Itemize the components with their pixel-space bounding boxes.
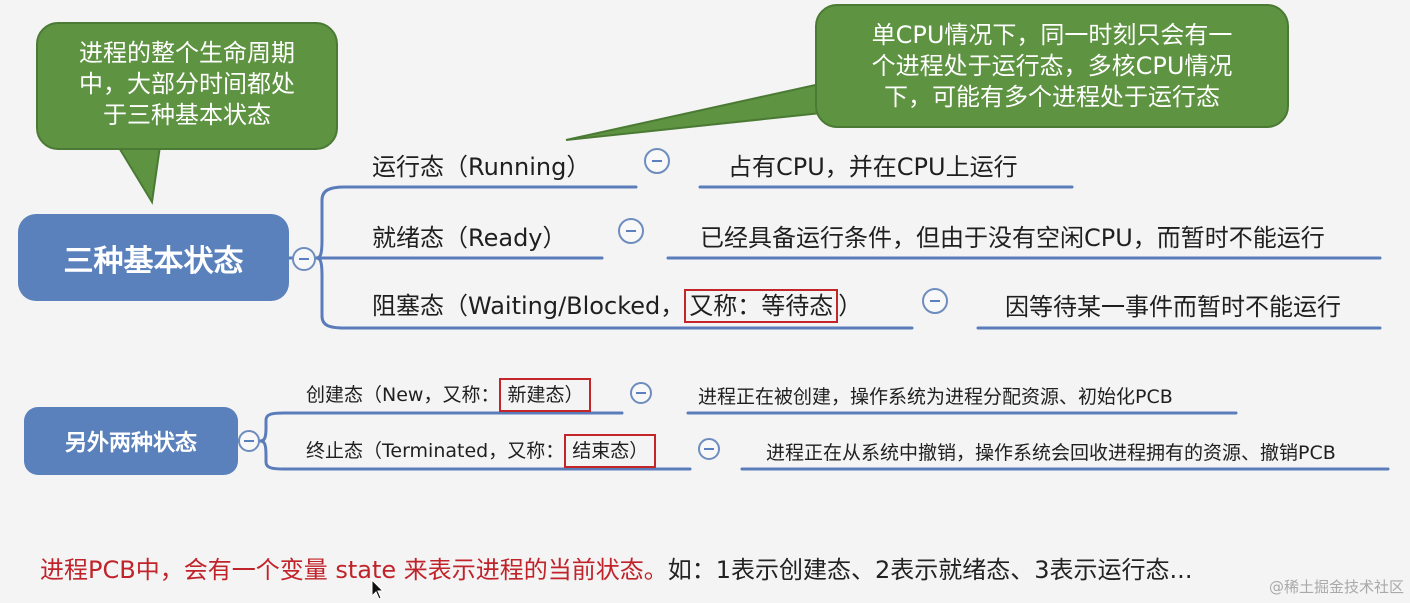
state-running-desc: 占有CPU，并在CPU上运行 <box>728 153 1018 181</box>
footer-black-text: 如：1表示创建态、2表示就绪态、3表示运行态... <box>667 556 1193 584</box>
state-ready-label: 就绪态（Ready） <box>372 224 567 252</box>
collapse-ready-icon[interactable] <box>618 218 644 244</box>
footer-note: 进程PCB中，会有一个变量 state 来表示进程的当前状态。如：1表示创建态、… <box>40 550 1192 585</box>
node-other-label: 另外两种状态 <box>64 431 197 456</box>
collapse-terminated-icon[interactable] <box>698 438 720 460</box>
watermark: @稀土掘金技术社区 <box>1268 578 1404 596</box>
state-terminated-label: 终止态（Terminated，又称：结束态） <box>306 434 657 468</box>
state-blocked-desc: 因等待某一事件而暂时不能运行 <box>1005 293 1341 321</box>
bubble-right-line: 单CPU情况下，同一时刻只会有一 <box>871 21 1233 49</box>
collapse-blocked-icon[interactable] <box>922 288 948 314</box>
footer-red-text: 进程PCB中，会有一个变量 state 来表示进程的当前状态。 <box>40 556 668 584</box>
state-new-alias-highlight: 新建态） <box>499 378 592 412</box>
node-three-basic-states[interactable]: 三种基本状态 <box>18 214 289 301</box>
bubble-lifecycle-note: 进程的整个生命周期 中，大部分时间都处 于三种基本状态 <box>36 22 338 150</box>
collapse-new-icon[interactable] <box>630 382 652 404</box>
collapse-other-icon[interactable] <box>238 430 260 452</box>
state-running-label: 运行态（Running） <box>372 153 591 181</box>
bubble-cpu-note: 单CPU情况下，同一时刻只会有一 个进程处于运行态，多核CPU情况 下，可能有多… <box>815 4 1289 128</box>
state-blocked-label-pre: 阻塞态（Waiting/Blocked， <box>372 292 685 320</box>
node-other-two-states[interactable]: 另外两种状态 <box>24 407 238 475</box>
bubble-left-tail <box>116 145 162 205</box>
collapse-main-icon[interactable] <box>292 247 316 271</box>
state-blocked-label: 阻塞态（Waiting/Blocked，又称：等待态） <box>372 286 863 323</box>
collapse-running-icon[interactable] <box>644 148 670 174</box>
state-ready-desc: 已经具备运行条件，但由于没有空闲CPU，而暂时不能运行 <box>700 224 1325 252</box>
state-new-label: 创建态（New，又称：新建态） <box>306 378 592 412</box>
state-blocked-label-post: ） <box>838 292 863 320</box>
node-main-label: 三种基本状态 <box>63 243 244 279</box>
state-terminated-label-pre: 终止态（Terminated，又称： <box>306 440 565 462</box>
bubble-right-line: 个进程处于运行态，多核CPU情况 <box>871 52 1233 80</box>
state-blocked-alias-highlight: 又称：等待态 <box>684 289 839 323</box>
bubble-left-line: 于三种基本状态 <box>103 101 271 129</box>
state-new-label-pre: 创建态（New，又称： <box>306 384 500 406</box>
state-terminated-desc: 进程正在从系统中撤销，操作系统会回收进程拥有的资源、撤销PCB <box>766 442 1336 464</box>
bubble-left-line: 进程的整个生命周期 <box>79 39 295 67</box>
bubble-right-line: 下，可能有多个进程处于运行态 <box>884 83 1220 111</box>
state-terminated-alias-highlight: 结束态） <box>564 434 657 468</box>
bubble-left-line: 中，大部分时间都处 <box>79 70 295 98</box>
mouse-cursor-icon <box>371 579 385 600</box>
state-new-desc: 进程正在被创建，操作系统为进程分配资源、初始化PCB <box>698 386 1173 408</box>
bubble-right-tail <box>565 78 852 141</box>
